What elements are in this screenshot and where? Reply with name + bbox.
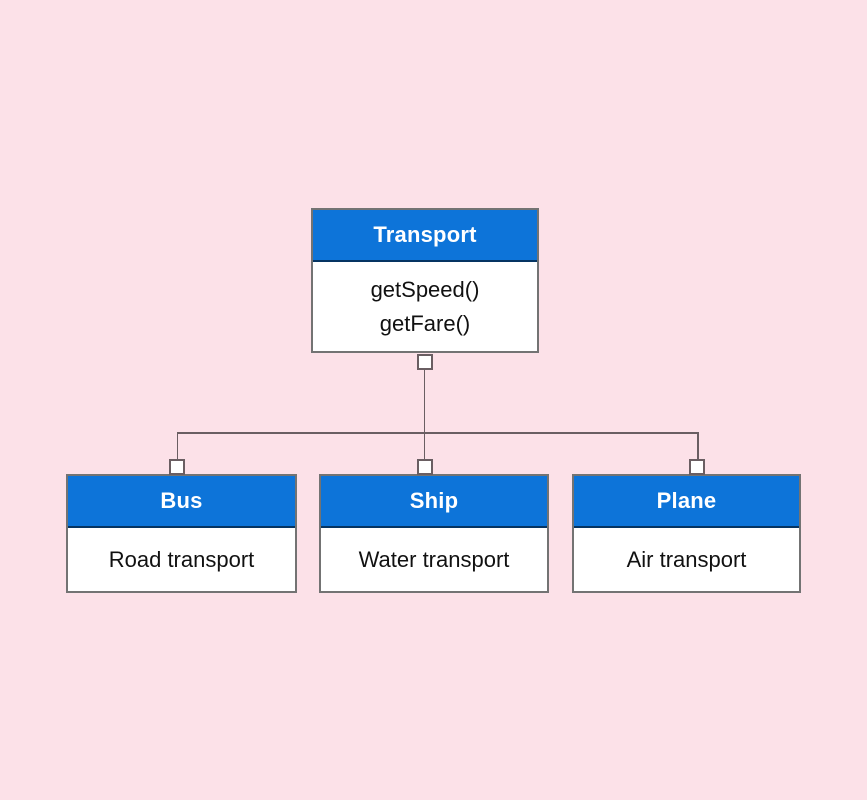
class-title-bus: Bus: [160, 488, 203, 513]
connector-drop-bus: [176, 432, 178, 459]
class-node-transport-header: Transport: [313, 210, 537, 262]
connector-drop-ship: [423, 432, 425, 459]
anchor-square-ship: [417, 459, 433, 475]
class-node-plane-body: Air transport: [574, 528, 799, 591]
class-title-plane: Plane: [656, 488, 717, 513]
anchor-square-plane: [689, 459, 705, 475]
class-title-transport: Transport: [373, 222, 477, 247]
connector-drop-plane: [697, 432, 699, 459]
class-node-bus-body: Road transport: [68, 528, 295, 591]
class-node-plane[interactable]: Plane Air transport: [572, 474, 801, 593]
class-title-ship: Ship: [409, 488, 459, 513]
anchor-square-transport: [417, 354, 433, 370]
class-node-bus-header: Bus: [68, 476, 295, 528]
connector-horizontal-bar: [176, 432, 699, 434]
class-node-ship-body: Water transport: [321, 528, 547, 591]
class-member-getspeed: getSpeed(): [370, 276, 480, 302]
class-node-transport[interactable]: Transport getSpeed() getFare(): [311, 208, 539, 353]
class-node-ship[interactable]: Ship Water transport: [319, 474, 549, 593]
class-node-ship-header: Ship: [321, 476, 547, 528]
class-description-plane: Air transport: [626, 546, 747, 572]
class-node-plane-header: Plane: [574, 476, 799, 528]
class-node-bus[interactable]: Bus Road transport: [66, 474, 297, 593]
connector-parent-stem: [423, 369, 425, 433]
class-description-bus: Road transport: [108, 546, 255, 572]
class-node-transport-body: getSpeed() getFare(): [313, 262, 537, 351]
class-description-ship: Water transport: [358, 546, 510, 572]
class-member-getfare: getFare(): [379, 310, 471, 336]
anchor-square-bus: [169, 459, 185, 475]
